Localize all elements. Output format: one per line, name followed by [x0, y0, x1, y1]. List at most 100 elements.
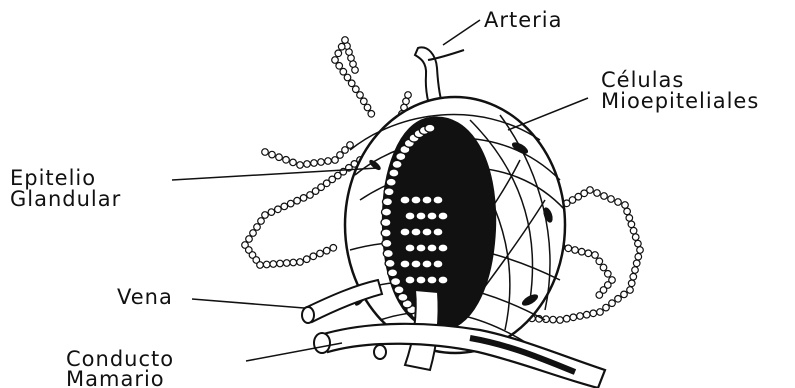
epithelial-cell: [422, 260, 432, 268]
bead: [276, 154, 283, 161]
bead: [592, 252, 599, 259]
bead: [283, 260, 290, 267]
label-arteria: Arteria: [484, 10, 563, 31]
duct-opening: [314, 333, 330, 353]
bead: [405, 92, 412, 99]
vein-opening: [302, 307, 314, 323]
bead: [609, 300, 616, 307]
epithelial-cell: [416, 276, 426, 284]
epithelial-cell: [383, 198, 393, 206]
bead: [585, 250, 592, 257]
bead: [601, 193, 608, 200]
epithelial-cell: [427, 212, 437, 220]
bead: [626, 215, 633, 222]
epithelial-cell: [405, 212, 415, 220]
epithelial-cell: [425, 124, 435, 132]
mammary-duct: [320, 324, 605, 388]
epithelial-cell: [422, 196, 432, 204]
bead: [587, 187, 594, 194]
epithelial-cell: [381, 229, 391, 237]
epithelial-cell: [411, 260, 421, 268]
bead: [565, 245, 572, 252]
bead: [257, 262, 264, 269]
bead: [263, 261, 270, 268]
bead: [275, 206, 282, 213]
leader-vena: [192, 299, 304, 308]
bead: [597, 309, 604, 316]
bead: [325, 158, 332, 165]
bead: [632, 267, 639, 274]
epithelial-cell: [438, 276, 448, 284]
epithelial-cell: [411, 196, 421, 204]
bead: [635, 240, 642, 247]
bead: [368, 111, 375, 118]
epithelial-cell: [386, 178, 396, 186]
bead: [603, 304, 610, 311]
bead: [624, 208, 631, 215]
epithelial-cell: [398, 293, 408, 301]
label-epitelio-line1: Epitelio: [10, 168, 96, 189]
bead: [307, 192, 314, 199]
epithelial-cell: [433, 260, 443, 268]
bead: [615, 296, 622, 303]
bead: [269, 151, 276, 158]
bead: [344, 74, 351, 81]
epithelial-cell: [400, 260, 410, 268]
epithelial-cell: [381, 219, 391, 227]
bead: [364, 104, 371, 111]
epithelial-cell: [422, 228, 432, 236]
bead: [590, 310, 597, 317]
bead: [596, 292, 603, 299]
bead: [600, 264, 607, 271]
label-epitelio-line2: Glandular: [10, 189, 121, 210]
epithelial-cell: [382, 208, 392, 216]
epithelial-cell: [405, 276, 415, 284]
bead: [621, 291, 628, 298]
epithelial-cell: [385, 259, 395, 267]
bead: [557, 317, 564, 324]
bead: [605, 271, 612, 278]
bead: [570, 314, 577, 321]
bead: [300, 195, 307, 202]
bead: [572, 247, 579, 254]
bead: [297, 162, 304, 169]
epithelial-cell: [438, 212, 448, 220]
bead: [287, 200, 294, 207]
bead: [608, 196, 615, 203]
bead: [578, 248, 585, 255]
bead: [628, 280, 635, 287]
bead: [262, 212, 269, 219]
label-conducto-line2: Mamario: [66, 369, 165, 388]
bead: [637, 247, 644, 254]
bead: [294, 197, 301, 204]
epithelial-cell: [416, 212, 426, 220]
bead: [335, 50, 342, 57]
bead: [268, 209, 275, 216]
epithelial-cell: [433, 196, 443, 204]
bead: [318, 159, 325, 166]
epithelial-cell: [383, 250, 393, 258]
bead: [633, 260, 640, 267]
bead: [596, 258, 603, 265]
bead: [323, 247, 330, 254]
bead: [270, 261, 277, 268]
bead: [622, 202, 629, 209]
bead: [615, 199, 622, 206]
epithelial-cell: [400, 196, 410, 204]
bead: [550, 316, 557, 323]
bead: [277, 260, 284, 267]
bead: [304, 161, 311, 168]
bead: [258, 218, 265, 225]
epithelial-cell: [433, 228, 443, 236]
epithelial-cell: [405, 244, 415, 252]
bead: [632, 234, 639, 241]
epithelial-cell: [411, 228, 421, 236]
bead: [361, 98, 368, 105]
bead: [630, 273, 637, 280]
bead: [594, 190, 601, 197]
bead: [353, 86, 360, 93]
epithelial-cell: [382, 239, 392, 247]
bead: [338, 43, 345, 50]
bead: [630, 227, 637, 234]
